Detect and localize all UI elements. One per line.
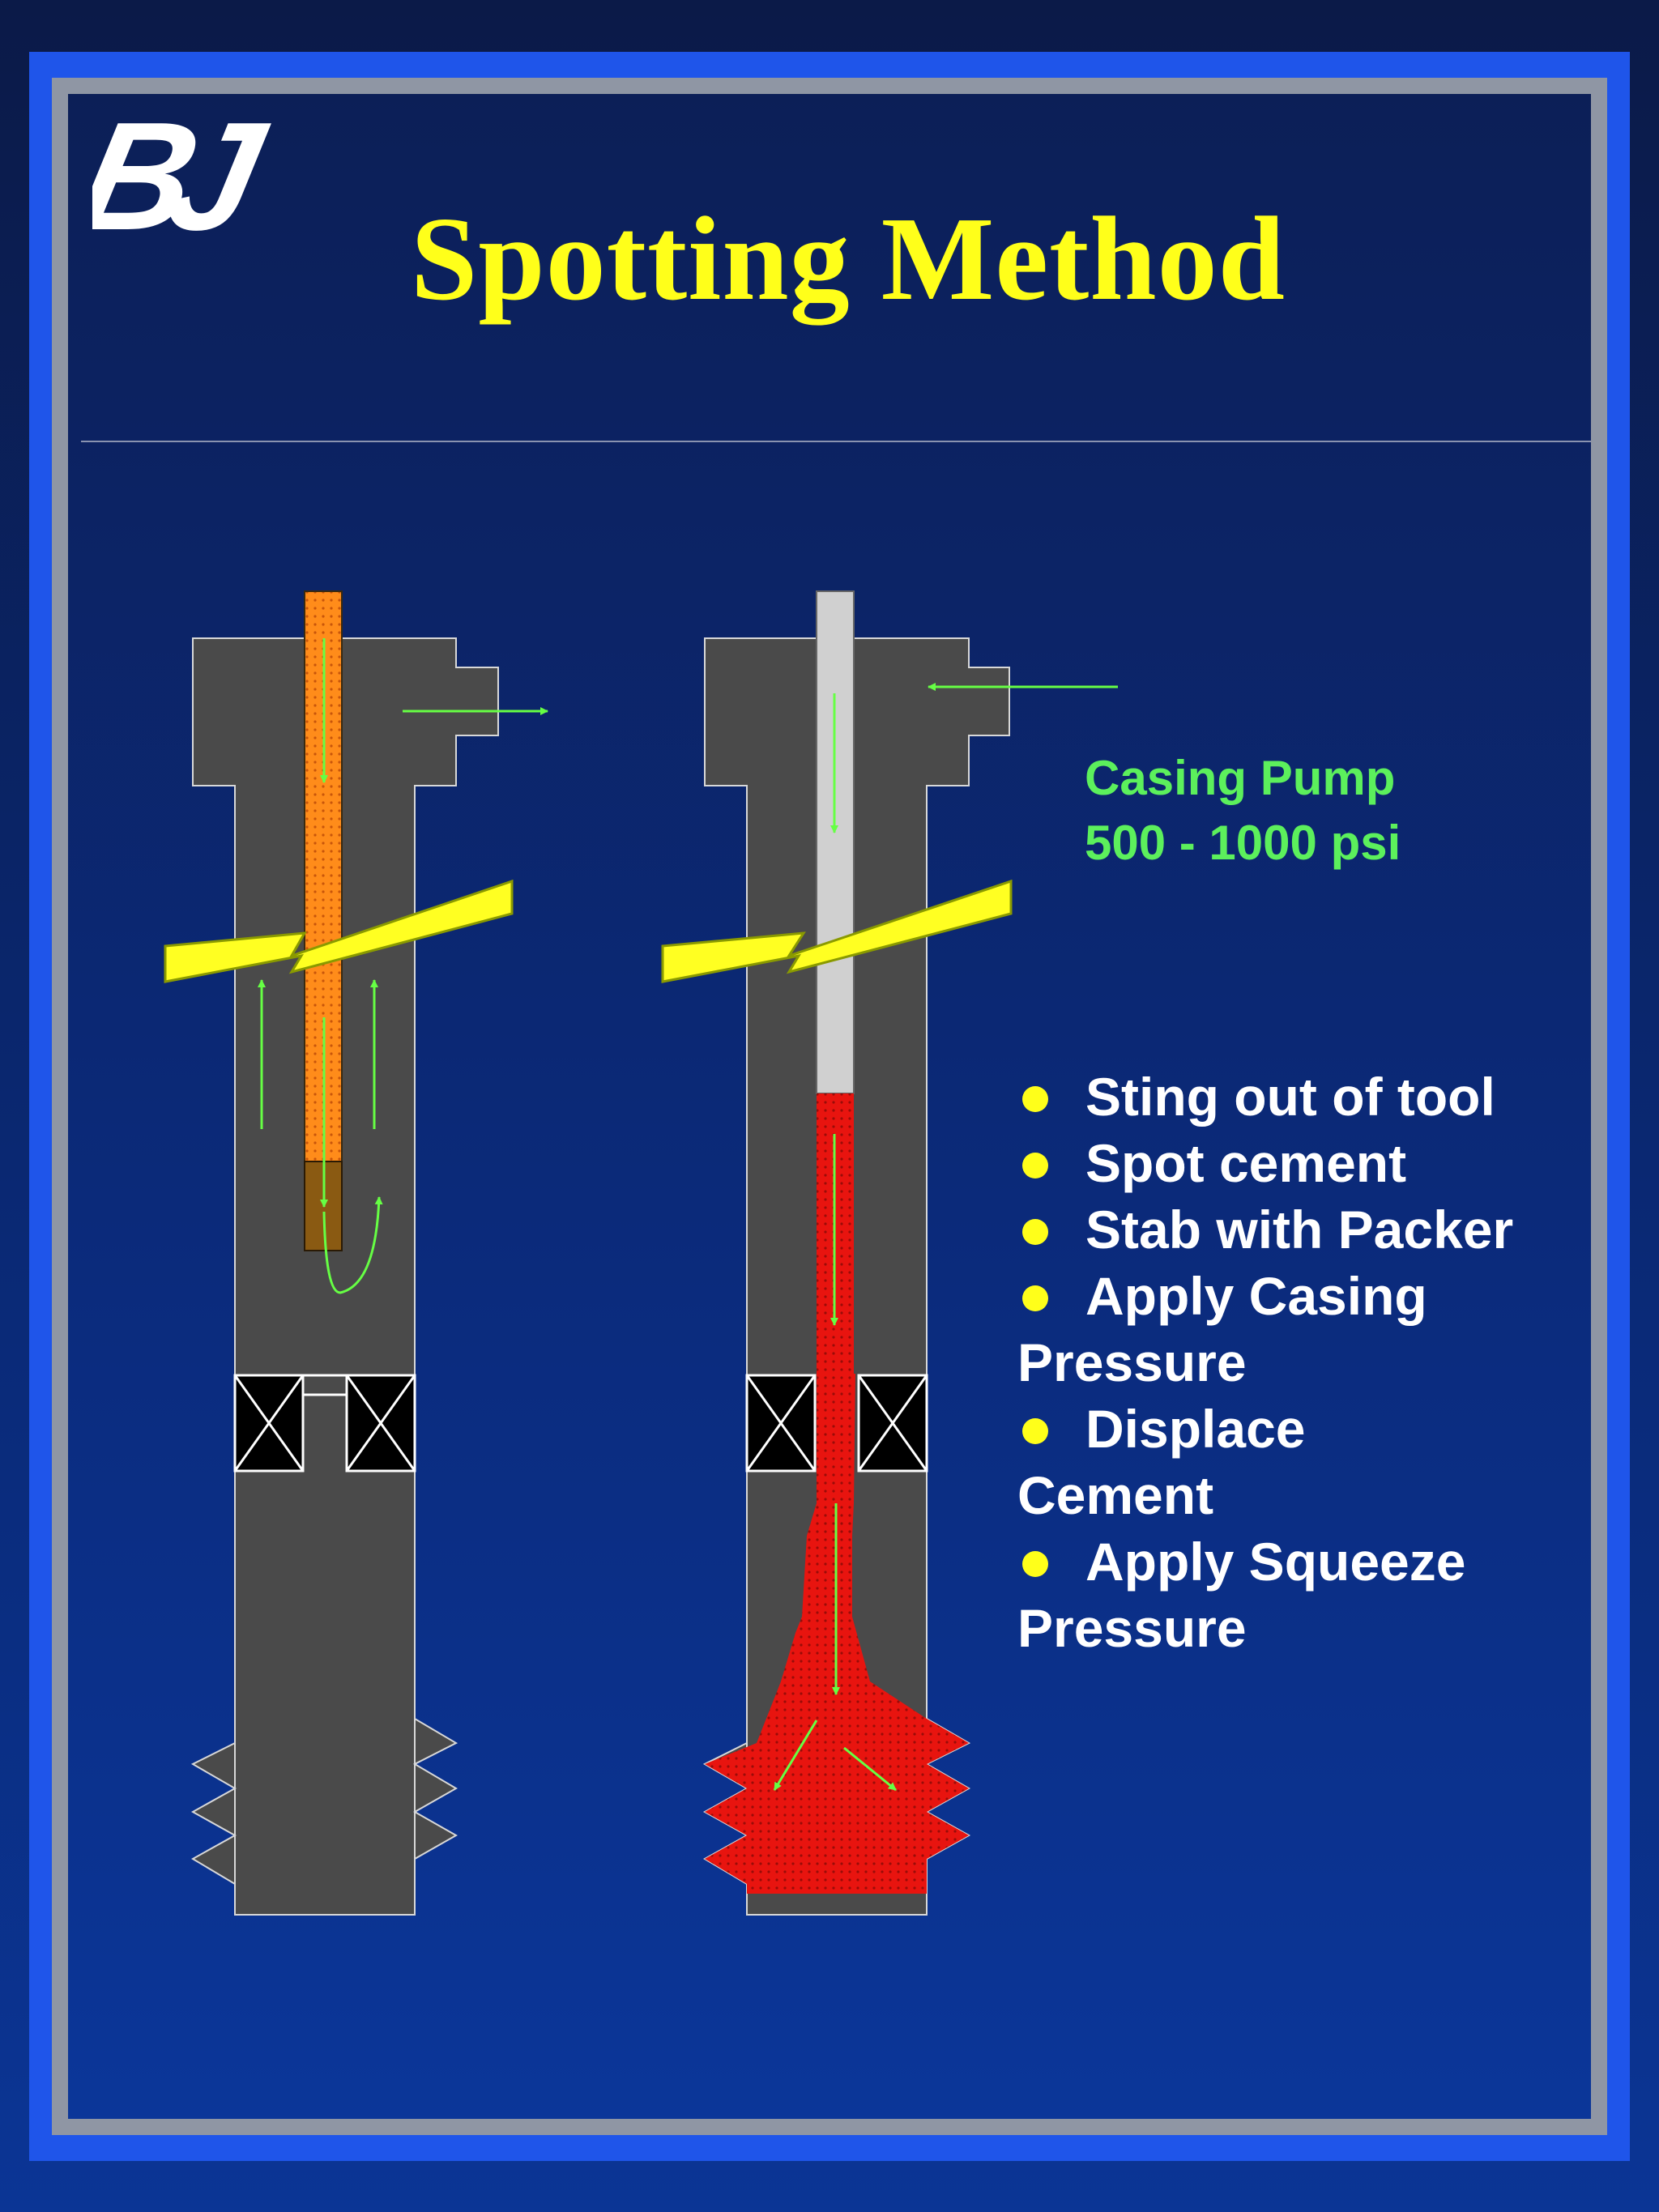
slide-title: Spotting Method <box>411 193 1286 326</box>
right-packer <box>745 1374 928 1473</box>
left-packer <box>233 1374 416 1473</box>
step-item: Stab with Packer <box>1017 1196 1584 1263</box>
title-divider <box>81 441 1591 442</box>
right-tubing <box>816 590 855 1094</box>
right-well <box>661 590 1118 1916</box>
bullet-dot-icon <box>1022 1218 1048 1245</box>
slide-panel: BJ Spotting Method <box>68 94 1591 2119</box>
left-break-band <box>164 879 514 983</box>
right-flow-arrows <box>773 683 1118 1792</box>
step-item: Sting out of tool <box>1017 1063 1584 1130</box>
steps-list: Sting out of tool Spot cement Stab with … <box>1017 1063 1584 1661</box>
bullet-dot-icon <box>1022 1152 1048 1178</box>
bullet-dot-icon <box>1022 1550 1048 1577</box>
left-flow-arrows <box>258 638 548 1294</box>
right-break-band <box>661 879 1013 983</box>
bullet-dot-icon <box>1022 1417 1048 1444</box>
left-perforations-right <box>412 1717 458 1860</box>
bullet-dot-icon <box>1022 1085 1048 1112</box>
step-item: Spot cement <box>1017 1130 1584 1196</box>
right-cement <box>705 1093 969 1894</box>
well-diagram <box>164 590 1118 1916</box>
left-well <box>164 590 548 1916</box>
left-perforations-left <box>190 1741 237 1886</box>
casing-pump-pressure: 500 - 1000 psi <box>1085 816 1401 870</box>
left-casing <box>192 637 499 1916</box>
bullet-dot-icon <box>1022 1285 1048 1311</box>
bj-logo: BJ <box>92 104 279 258</box>
casing-pump-label: Casing Pump <box>1085 751 1396 805</box>
